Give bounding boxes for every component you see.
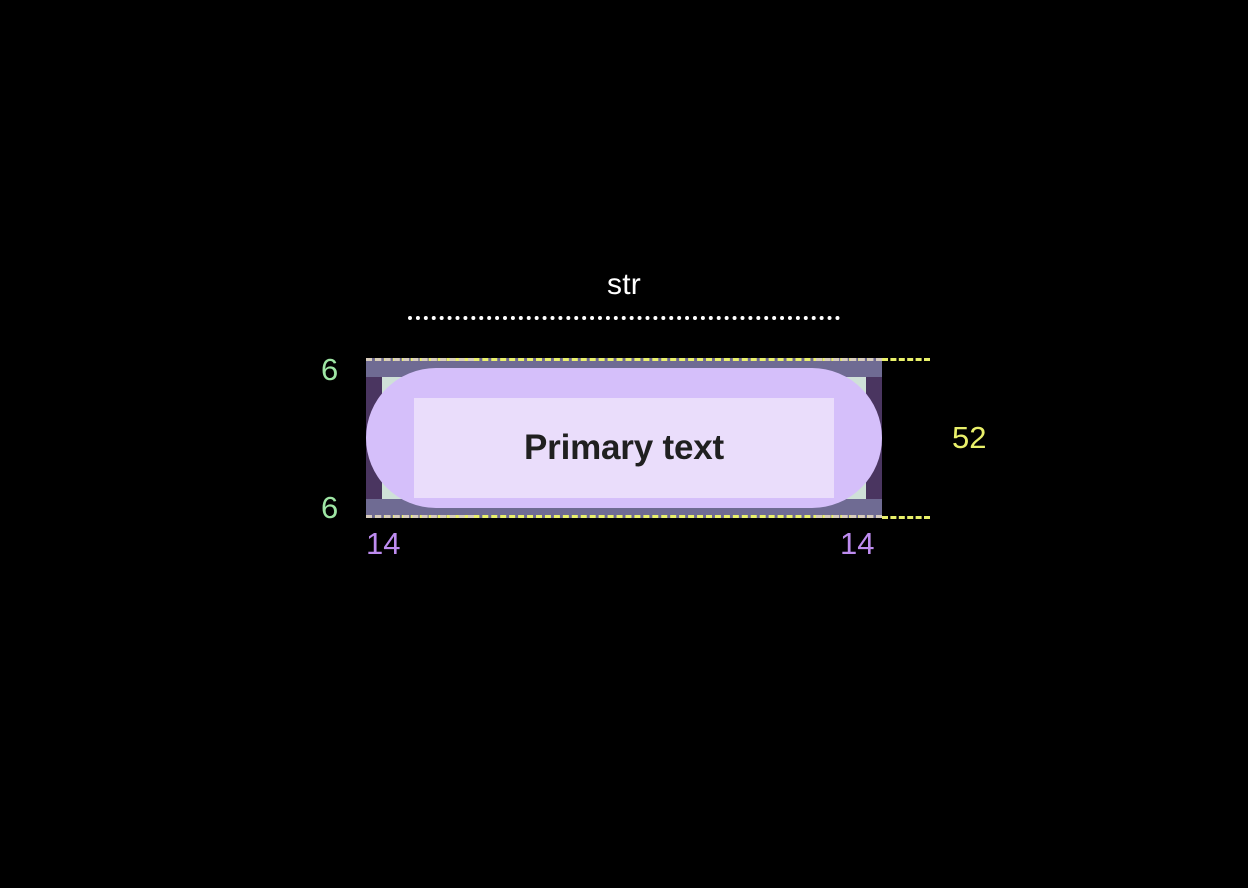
- measure-padding-top: 6: [321, 352, 339, 387]
- bounds-dash-bottom-left-soft: [366, 515, 474, 518]
- measure-padding-right: 14: [840, 526, 875, 561]
- primary-button-pill[interactable]: Primary text: [366, 368, 882, 508]
- measure-height: 52: [952, 420, 987, 455]
- bounds-dash-top-left-soft: [366, 358, 474, 361]
- bounds-dash-bottom-right-soft: [816, 515, 882, 518]
- constraint-label-str: str: [607, 268, 641, 301]
- constraint-guide-line: [408, 316, 840, 320]
- measure-padding-bottom: 6: [321, 490, 339, 525]
- widget-bounds-box[interactable]: Primary text: [366, 358, 882, 518]
- bounds-dash-top-right-soft: [816, 358, 882, 361]
- primary-button-label: Primary text: [524, 428, 724, 467]
- bounds-dash-top: [366, 358, 882, 361]
- primary-button-content-box: Primary text: [414, 398, 834, 498]
- bounds-dash-bottom: [366, 515, 882, 518]
- bounds-rule-extension-top: [882, 358, 930, 361]
- measure-padding-left: 14: [366, 526, 401, 561]
- bounds-rule-extension-bottom: [882, 516, 930, 519]
